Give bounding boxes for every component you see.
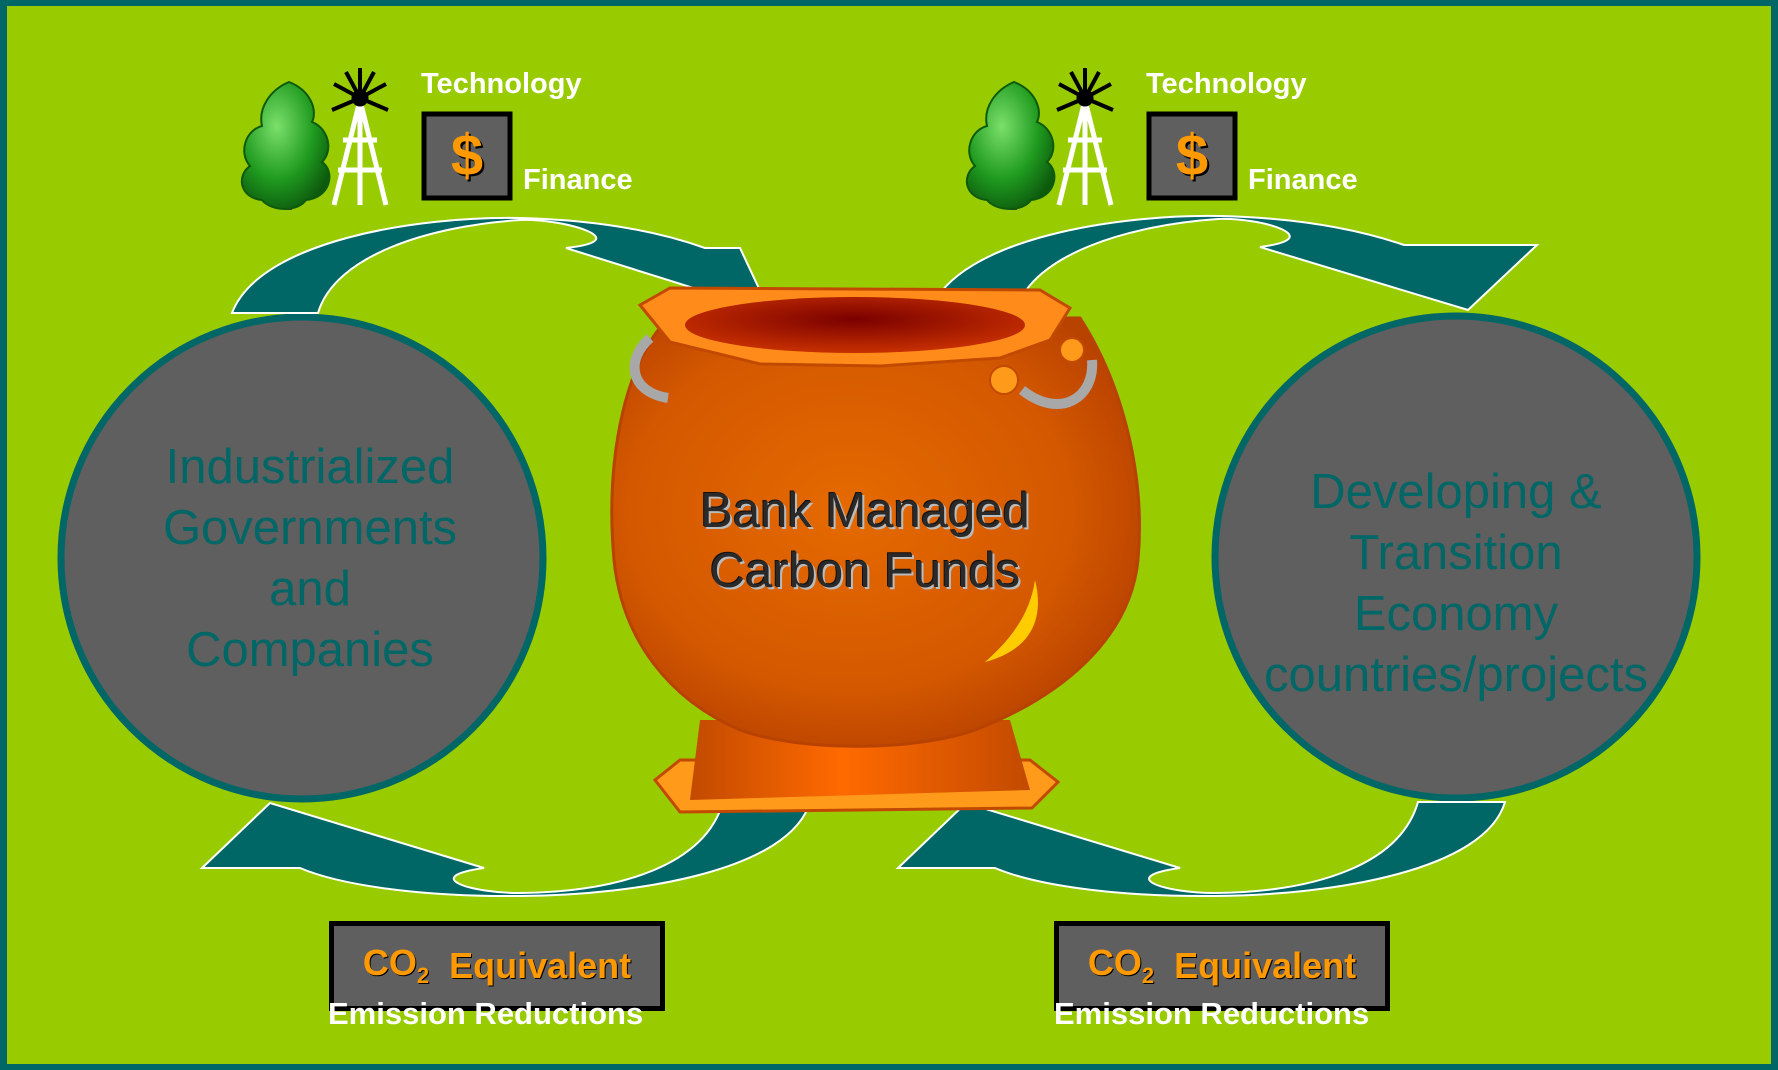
emission-reductions-label-right: Emission Reductions	[1054, 996, 1370, 1031]
industrialized-circle	[57, 313, 547, 803]
finance-label-left: Finance	[523, 164, 633, 196]
developing-circle	[1211, 312, 1701, 802]
pot-line: Bank Managed	[700, 484, 1030, 538]
windmill-icon	[1056, 68, 1114, 206]
co2-equivalent-box-right: CO2 Equivalent	[1054, 921, 1390, 1011]
emission-reductions-label-left: Emission Reductions	[328, 996, 644, 1031]
dollar-box-right	[1146, 111, 1238, 201]
co2-word: Equivalent	[1174, 945, 1357, 986]
pot-icon	[610, 286, 1141, 814]
pot-line: Carbon Funds	[709, 544, 1021, 598]
industrialized-circle-label: Industrialized Governments and Companies	[110, 437, 510, 681]
finance-label-right: Finance	[1248, 164, 1358, 196]
circle-line: Developing &	[1310, 465, 1602, 519]
tree-icon	[240, 80, 331, 210]
circle-line: Transition	[1349, 526, 1563, 580]
tree-icon	[965, 80, 1056, 210]
curved-arrow-icon	[230, 216, 772, 314]
circle-line: and	[269, 562, 351, 616]
co2-word: Equivalent	[449, 945, 632, 986]
dollar-icon: $	[1175, 123, 1209, 188]
circle-line: Industrialized	[165, 440, 455, 494]
circle-line: countries/projects	[1263, 648, 1648, 702]
technology-label-right: Technology	[1146, 68, 1307, 100]
dollar-box-left	[421, 111, 513, 201]
curved-arrow-icon	[928, 214, 1540, 312]
circle-line: Economy	[1353, 587, 1559, 641]
circle-line: Governments	[162, 501, 458, 555]
co2-equivalent-box-left: CO2 Equivalent	[329, 921, 665, 1011]
dollar-icon: $	[450, 123, 484, 188]
co2-formula: CO2	[362, 942, 430, 989]
circle-line: Companies	[186, 623, 434, 677]
windmill-icon	[331, 68, 389, 206]
curved-arrow-icon	[199, 801, 812, 898]
curved-arrow-icon	[895, 801, 1507, 898]
technology-label-left: Technology	[421, 68, 582, 100]
frame-border	[3, 2, 1775, 1068]
developing-circle-label: Developing & Transition Economy countrie…	[1216, 462, 1696, 706]
co2-formula: CO2	[1087, 942, 1155, 989]
carbon-funds-label: Bank Managed Carbon Funds	[680, 481, 1050, 601]
